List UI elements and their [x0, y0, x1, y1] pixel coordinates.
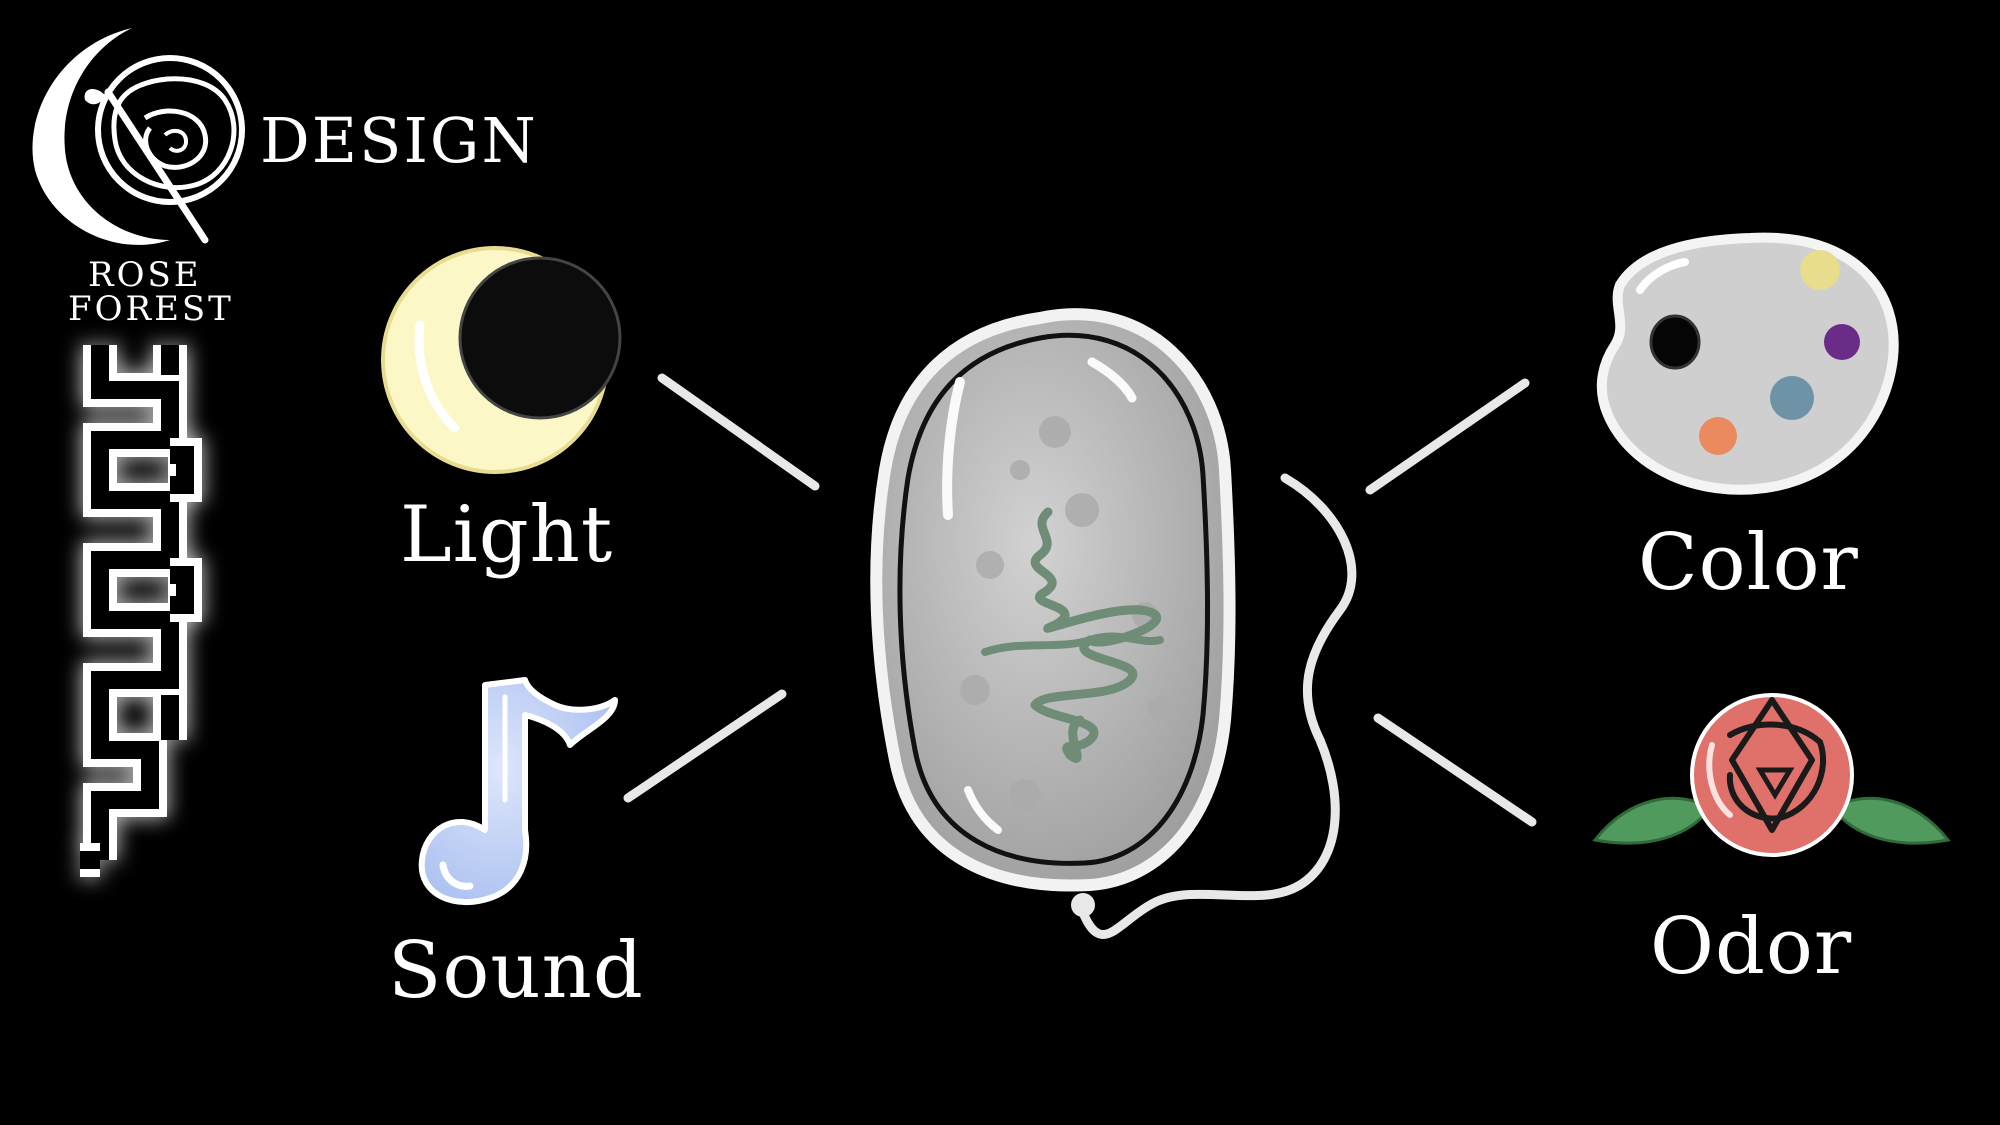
output-label-color: Color	[1638, 518, 1859, 608]
capsule-cord	[1075, 473, 1357, 939]
paint-palette-icon	[1596, 232, 1899, 495]
connector-sound-to-cell	[623, 689, 787, 803]
vertical-glyph-icon	[80, 345, 202, 877]
connector-cell-to-color	[1365, 378, 1530, 495]
music-note-icon	[418, 677, 618, 905]
input-label-light: Light	[400, 490, 614, 580]
moon-rose-emblem-icon	[32, 28, 245, 245]
brand-forest-text: FOREST	[68, 289, 234, 329]
connector-cell-to-odor	[1373, 713, 1537, 827]
rose-flower-icon	[1592, 693, 1951, 857]
connector-lines	[623, 373, 1537, 939]
brand-rose-text: ROSE	[88, 255, 202, 295]
cell-capsule-icon	[870, 308, 1236, 917]
crescent-moon-icon	[381, 246, 622, 474]
output-label-odor: Odor	[1650, 902, 1853, 992]
input-label-sound: Sound	[388, 926, 644, 1016]
connector-light-to-cell	[657, 373, 820, 491]
brand-design-text: DESIGN	[260, 104, 538, 177]
